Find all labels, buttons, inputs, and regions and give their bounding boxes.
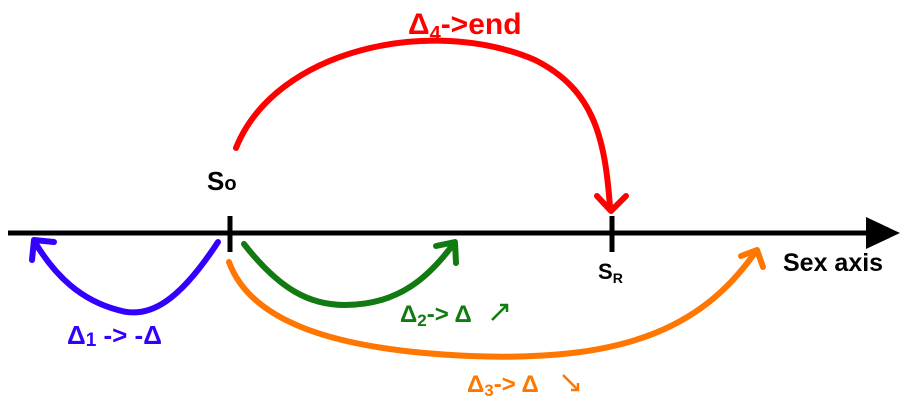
delta3-curve [226,251,757,360]
origin-point: So [207,166,237,252]
sex-axis: Sex axis [8,217,900,277]
reference-point: SR [598,216,623,286]
delta4-arrowhead-icon [594,193,629,214]
reference-label: SR [598,259,623,286]
delta1-label: Δ1 -> -Δ [67,320,162,351]
axis-label: Sex axis [783,249,883,277]
delta1-curve [33,239,221,316]
delta3-label: Δ3-> Δ [467,371,539,400]
delta2-label: Δ2-> Δ [400,301,472,330]
delta2-arrow: Δ2-> Δ [241,239,509,330]
axis-arrowhead-icon [866,217,900,249]
delta2-arrowhead-icon [433,239,459,266]
delta1-arrow: Δ1 -> -Δ [29,237,221,351]
delta3-arrow: Δ3-> Δ [226,247,766,400]
origin-label: So [207,166,237,196]
delta4-arrow: Δ4->end [233,8,629,214]
delta4-curve [233,37,613,210]
arrow-up-right-icon [491,303,509,321]
delta4-label: Δ4->end [408,8,522,45]
delta1-arrowhead-icon [29,237,57,263]
delta2-curve [241,241,455,309]
arrow-down-right-icon [562,374,580,392]
delta3-arrowhead-icon [738,247,766,270]
